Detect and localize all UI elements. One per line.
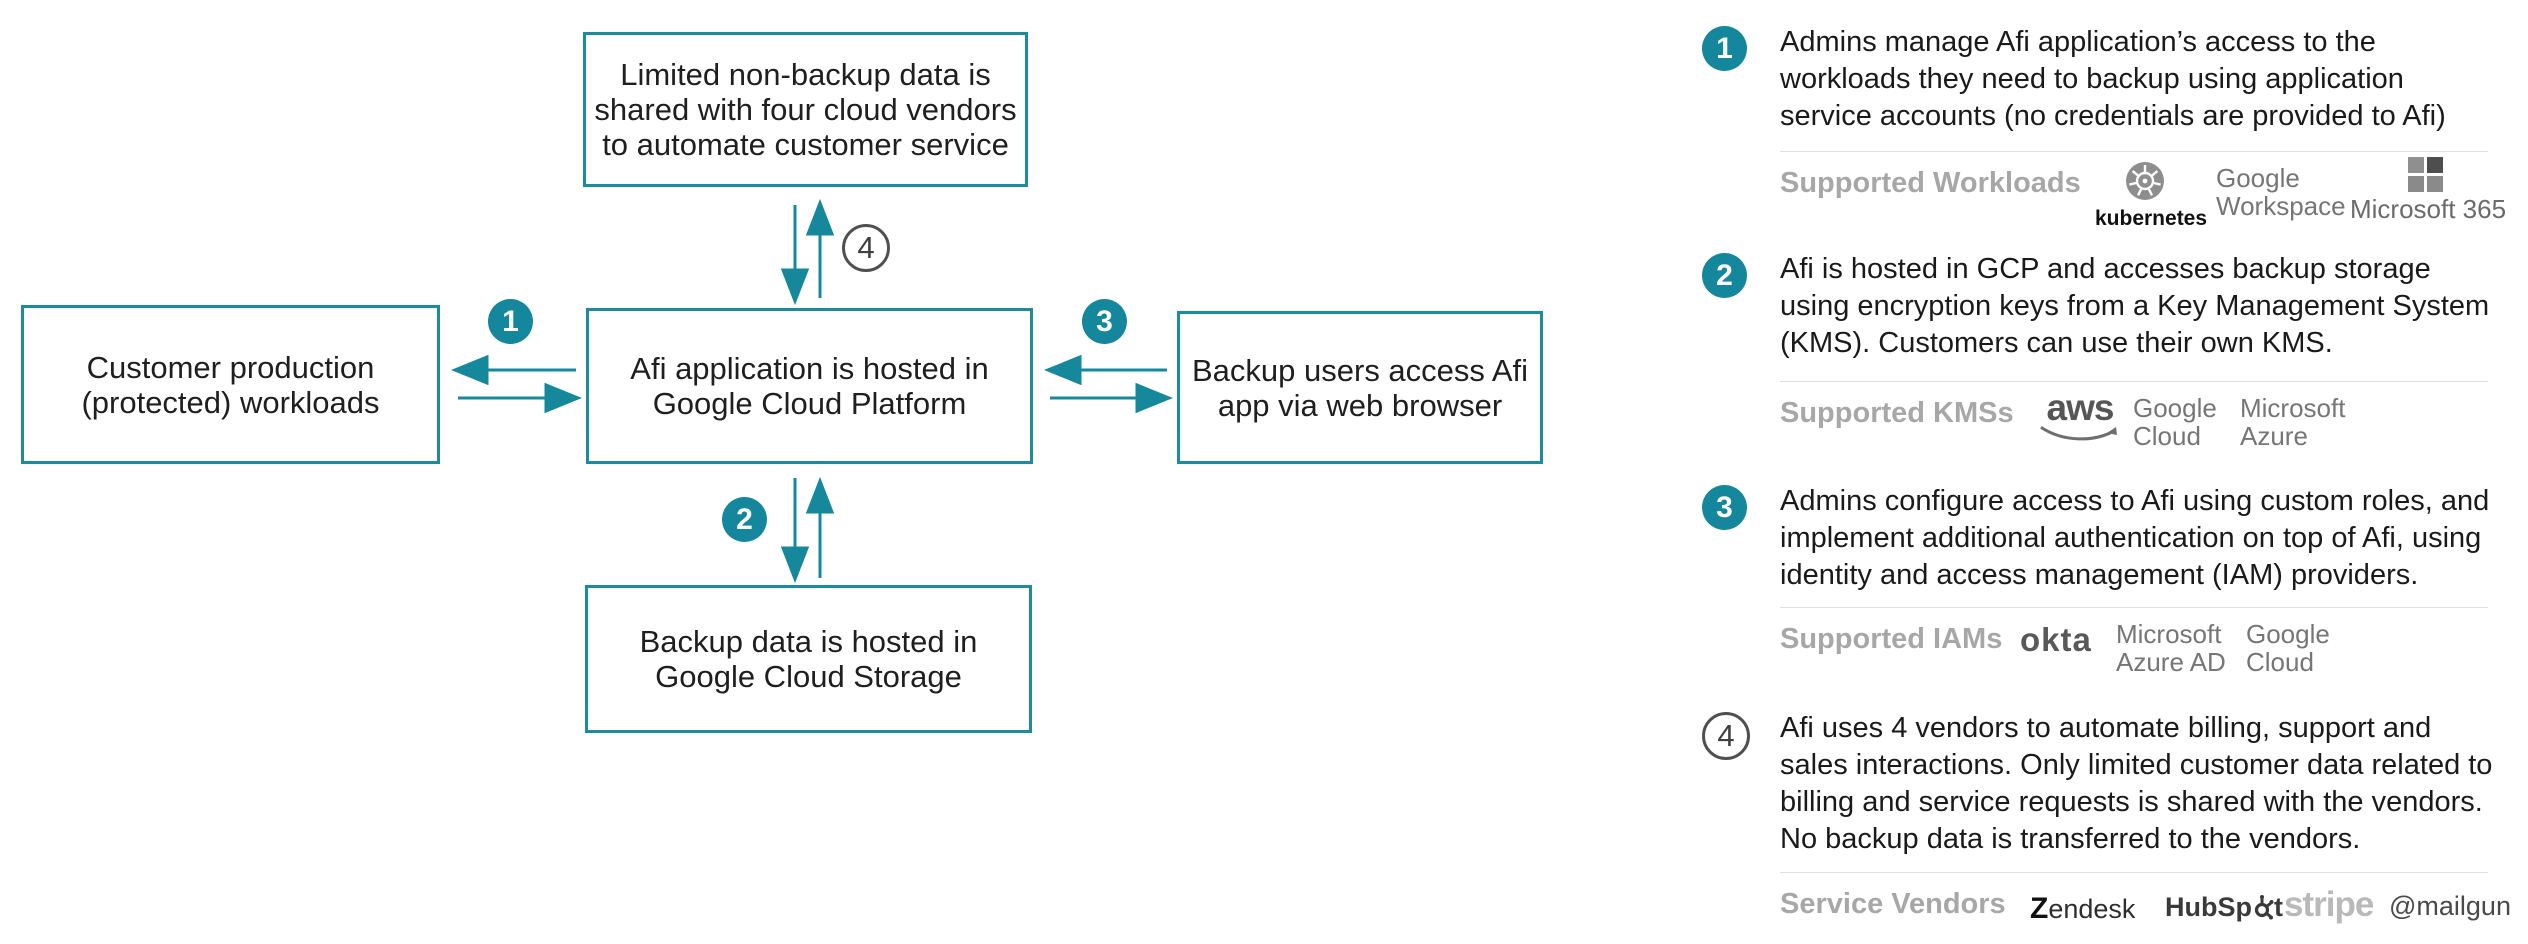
- note-1-badge: 1: [1702, 26, 1747, 71]
- microsoft-365-wordmark: Microsoft 365: [2350, 194, 2507, 224]
- box-line: Google Cloud Platform: [652, 386, 967, 421]
- microsoft-azure-ad-logo: Microsoft Azure AD: [2116, 620, 2226, 676]
- divider: [1780, 607, 2488, 608]
- microsoft-azure-line: Microsoft: [2240, 393, 2346, 423]
- arrow-left-to-centerbox-head: [1044, 354, 1082, 386]
- box-line: to automate customer service: [602, 127, 1009, 162]
- microsoft-azure-ad-line: Microsoft: [2116, 619, 2222, 649]
- aws-smile-icon: [2040, 426, 2117, 441]
- zendesk-wordmark: endesk: [2048, 894, 2136, 924]
- note-1: 1 Admins manage Afi application’s access…: [1700, 24, 2528, 230]
- google-cloud-logo: Google Cloud: [2133, 394, 2217, 450]
- arrow-left-to-leftbox-head: [451, 354, 489, 386]
- microsoft-grid-icon: [2407, 157, 2443, 192]
- aws-wordmark: aws: [2046, 387, 2115, 428]
- divider: [1780, 381, 2488, 382]
- box-line: (protected) workloads: [81, 384, 380, 420]
- note-3-badge: 3: [1702, 485, 1747, 530]
- stripe-logo: stripe: [2284, 885, 2374, 924]
- zendesk-z-icon: Z: [2030, 892, 2049, 925]
- service-vendors-row: Service Vendors Zendesk HubSp t str: [1780, 882, 2528, 944]
- arrow-up-top-head: [805, 198, 835, 236]
- google-workspace-line: Workspace: [2216, 191, 2346, 221]
- box-line: Backup data is hosted in: [639, 624, 978, 659]
- note-1-text-line: workloads they need to backup using appl…: [1780, 63, 2404, 95]
- diagram-connectors: [451, 198, 1173, 584]
- step-4-badge: 4: [842, 224, 890, 272]
- hubspot-logo: HubSp t: [2165, 892, 2283, 923]
- google-cloud-line: Cloud: [2246, 647, 2314, 677]
- supported-workloads-row: Supported Workloads: [1780, 157, 2528, 230]
- note-2: 2 Afi is hosted in GCP and accesses back…: [1700, 251, 2528, 453]
- arrow-up-bottom-head: [805, 476, 835, 514]
- box-line: Backup users access Afi: [1192, 352, 1528, 388]
- google-workspace-line: Google: [2216, 163, 2300, 193]
- google-cloud-line: Google: [2133, 393, 2217, 423]
- note-3-text-line: Admins configure access to Afi using cus…: [1780, 485, 2490, 517]
- aws-logo: aws: [2035, 387, 2125, 448]
- supported-workloads-label: Supported Workloads: [1780, 167, 2081, 199]
- note-4-badge: 4: [1702, 712, 1750, 760]
- box-backup-data-gcs: Backup data is hosted in Google Cloud St…: [585, 585, 1032, 733]
- kubernetes-helm-icon: [2126, 162, 2164, 200]
- note-2-text-line: Afi is hosted in GCP and accesses backup…: [1780, 253, 2431, 285]
- box-line: app via web browser: [1217, 387, 1503, 423]
- note-4-text-line: sales interactions. Only limited custome…: [1780, 749, 2493, 781]
- note-4-text-line: No backup data is transferred to the ven…: [1780, 823, 2361, 855]
- divider: [1780, 872, 2488, 873]
- step-1-badge: 1: [488, 299, 533, 344]
- microsoft-365-logo: Microsoft 365: [2350, 157, 2507, 225]
- google-cloud-logo: Google Cloud: [2246, 620, 2330, 676]
- box-line: Google Cloud Storage: [655, 659, 962, 694]
- note-1-text-line: Admins manage Afi application’s access t…: [1780, 26, 2376, 58]
- box-vendors-shared-data: Limited non-backup data is shared with f…: [583, 32, 1028, 187]
- note-4-text-line: Afi uses 4 vendors to automate billing, …: [1780, 712, 2432, 744]
- box-line: Customer production: [86, 349, 375, 385]
- box-line: shared with four cloud vendors: [594, 92, 1017, 127]
- microsoft-azure-line: Azure: [2240, 421, 2308, 451]
- arrow-down-top-head: [780, 268, 810, 306]
- hubspot-wordmark-pre: HubSp: [2165, 892, 2252, 922]
- supported-kms-row: Supported KMSs aws Google Cloud Microsof…: [1780, 387, 2528, 453]
- hubspot-wordmark-post: t: [2274, 892, 2283, 922]
- note-2-text-line: (KMS). Customers can use their own KMS.: [1780, 327, 2333, 359]
- service-vendors-label: Service Vendors: [1780, 888, 2006, 920]
- okta-logo: okta: [2020, 621, 2092, 658]
- hubspot-sprocket-icon: [2254, 895, 2274, 920]
- google-cloud-line: Cloud: [2133, 421, 2201, 451]
- arrow-down-bottom-head: [780, 546, 810, 584]
- microsoft-azure-ad-line: Azure AD: [2116, 647, 2226, 677]
- divider: [1780, 151, 2488, 152]
- note-3-text-line: identity and access management (IAM) pro…: [1780, 559, 2419, 591]
- supported-kms-label: Supported KMSs: [1780, 397, 2014, 429]
- google-workspace-logo: Google Workspace: [2216, 164, 2346, 220]
- note-2-text-line: using encryption keys from a Key Managem…: [1780, 290, 2490, 322]
- mailgun-logo: @mailgun: [2389, 891, 2511, 921]
- step-2-badge: 2: [722, 497, 767, 542]
- note-3: 3 Admins configure access to Afi using c…: [1700, 483, 2528, 679]
- box-backup-users-browser: Backup users access Afi app via web brow…: [1177, 311, 1543, 464]
- google-cloud-line: Google: [2246, 619, 2330, 649]
- note-4: 4 Afi uses 4 vendors to automate billing…: [1700, 710, 2528, 944]
- arrow-right-to-rightbox-head: [1135, 382, 1173, 414]
- supported-iam-label: Supported IAMs: [1780, 623, 2003, 655]
- kubernetes-wordmark: kubernetes: [2095, 207, 2208, 230]
- box-line: Limited non-backup data is: [620, 57, 991, 92]
- microsoft-azure-logo: Microsoft Azure: [2240, 394, 2345, 450]
- box-afi-application-gcp: Afi application is hosted in Google Clou…: [586, 308, 1033, 464]
- note-2-badge: 2: [1702, 253, 1747, 298]
- step-3-badge: 3: [1082, 299, 1127, 344]
- zendesk-logo: Zendesk: [2030, 892, 2135, 926]
- supported-iam-row: Supported IAMs okta Microsoft Azure AD G…: [1780, 617, 2528, 679]
- note-4-text-line: billing and service requests is shared w…: [1780, 786, 2483, 818]
- note-1-text-line: service accounts (no credentials are pro…: [1780, 100, 2446, 132]
- box-customer-workloads: Customer production (protected) workload…: [21, 305, 440, 464]
- box-line: Afi application is hosted in: [630, 351, 989, 386]
- arrow-right-to-centerbox-head: [544, 382, 582, 414]
- kubernetes-logo: kubernetes: [2095, 161, 2208, 231]
- note-3-text-line: implement additional authentication on t…: [1780, 522, 2482, 554]
